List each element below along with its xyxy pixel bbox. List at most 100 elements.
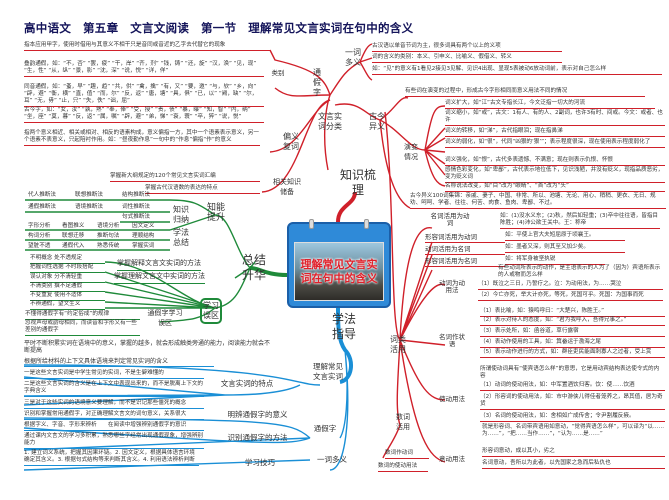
causative-item: （1）动词的使动用法，如：中军置酒饮归客。饮：使……饮酒 (480, 382, 665, 391)
induce-item: 结构推断法 (122, 192, 150, 198)
label-types: 类别 (271, 69, 285, 77)
tongjia-type: 同音通假，如：“蚤，早” “趣，趋” “共，供” “禽，擒” “有，又” “要，… (24, 84, 264, 107)
method-item: 看图推义 (62, 223, 85, 229)
adverbial-item: （5）表示动作进行的方式，如：群臣吏民能面刺寡人之过者，受上赏 (480, 349, 665, 358)
method-item: 推断句法 (97, 233, 120, 239)
label-ancient: 古今异义 (369, 112, 385, 131)
summary-method: 掌握理解文言文中实词的方法 (114, 271, 205, 284)
numeral-item: 数词的使动用法 (378, 463, 428, 472)
branch-label-knowledge: 知识梳理 (340, 168, 377, 197)
weidong-definition: 有些动词所表示的动作，是主语表示的人为了（因为）宾语所表示的人或物而怎么样 (498, 265, 661, 278)
label-adverbial: 名词作状语 (439, 333, 465, 348)
center-title: 理解常见文言实词在句中的含义 (300, 258, 378, 285)
understand-item: 根据所给材料的上下文具体语境来判定常见实词的含义 (24, 358, 214, 367)
feature-item: 一是这些文言实词是中学生常见的实词，不是生僻难懂的 (24, 370, 204, 379)
label-pitfalls: 学习误区 (200, 298, 222, 324)
putative-item: 形容词意动，成以其小，劣之 (482, 448, 665, 457)
label-reserve: 相关知识储备 (273, 178, 301, 196)
a2v-example: 如：平使上官大夫短屈原于顷襄王。 (505, 232, 625, 241)
causative-item: （3）名词的使动用法，如：舍相如广成传舍；令尹割履反掖。 (480, 413, 665, 422)
evolve-item: 词义缩小，如“或”，古文：1有人、有的人、2副词，也许3有时、间或。今文：或者、… (445, 110, 665, 126)
evolve-item: 词义扩大，如“江”古文专指长江，今文泛指一切大的河流 (445, 100, 655, 109)
polysemy-item: 如：“见”的意义有1看见2接见3见解、见识4出现、显现5表被动6放动词前，表示对… (372, 66, 662, 75)
adverbial-item: （4）表动作使用的工具，如：箕畚运于渤海之尾 (480, 339, 665, 348)
identify-item: 通过课内文言文的学习多积累，熟悉哪些字经常出现通假现象，增强辨别能力 (24, 433, 204, 449)
label-guide-polysemy: 一词多义 (317, 455, 347, 464)
label-pianyi: 偏义复词 (283, 132, 299, 151)
method-item: 理顺结构 (132, 233, 155, 239)
pitfall-item: 不明概念 处不透规定 (30, 255, 105, 264)
label-numeral: 数词活用 (396, 413, 410, 431)
label-a2v: 形容词活用为动词 (425, 234, 505, 243)
branch-knowledge (336, 191, 357, 223)
label-wordclass: 词类活用 (390, 335, 406, 354)
label-weidong: 动词为动用法 (439, 279, 465, 294)
adverbial-item: （3）表示处所，如：函谷道，草行露宿 (480, 328, 665, 337)
evolve-item: 感情色彩变化，如“卑鄙”，古代表示地位低下，见识浅陋，并没有贬义，现指品质恶劣，… (445, 167, 665, 183)
method-item: 联想迁移 (62, 233, 85, 239)
weidong-item: （1）既泣之三日，乃誓疗之。泣：为动用法，为……哭泣 (478, 281, 663, 290)
label-a2n: 形容词活用为名词 (425, 258, 505, 267)
numeral-item: 数词作动词 (385, 450, 429, 459)
evolve-item: 词义的转移，如“涕”，古代指眼泪；现在指鼻涕 (445, 128, 665, 137)
label-tongjia-pitfalls: 通假字学习误区 (147, 309, 183, 327)
calendar-ring-icon (364, 219, 369, 229)
ancient-definition: 有些词在演变的过程中，形成古今字形相同而意义用法不同的情况 (405, 88, 645, 97)
label-skill: 学习技巧 (245, 458, 275, 467)
label-putative: 意动用法 (439, 455, 465, 463)
causative-item: （2）形容词的使动用法，如：市中游侠儿得佳者笼养之，昂其值，居为奇货 (480, 394, 665, 410)
label-causative: 使动用法 (439, 395, 465, 403)
a2n-example: 如：将军身被坚执锐 (505, 256, 605, 265)
evolve-item: 词义的弱化，如“很”，代同“凶狠的‘狠’”；表示程度很深，现在使用表示程度弱化了 (445, 139, 665, 148)
evolve-item: 名称说法改变，如“目”改为“眼睛”、“首”改为“头” (445, 183, 665, 192)
induce-item: 联想推断法 (75, 192, 103, 198)
label-features: 文言实词的特点 (220, 379, 274, 388)
tongjia-pitfall: 不懂得通假字有“约定俗成”的规律 (25, 311, 140, 320)
label-ability: 知能提升 (206, 203, 225, 223)
label-tongjia: 通假字 (313, 68, 321, 97)
reserve-item: 掌握古代汉语数的表达的特点 (145, 185, 260, 194)
pitfall-item: 误认对象 分不清轻重 (30, 274, 105, 283)
reserve-item: 掌握新大纲规定的120个常见文言实词汇编 (110, 173, 260, 182)
branch-summary (249, 266, 288, 277)
pitfall-item: 不变重复 使用不适体 (30, 292, 105, 301)
label-classify: 文言实词分类 (318, 112, 342, 131)
landscape-picture (294, 242, 384, 301)
polysemy-item: 词的含义的类别：本义、引申义、比喻义、假借义、转义 (372, 54, 562, 63)
meaning-item: 识别和掌握常用通假字，对正确理解文言文的词句意义，关系很大 (24, 411, 204, 420)
putative-item: 名词意动，吾所以为此者，以先国家之急而后私仇也 (482, 460, 665, 469)
label-polysemy: 一词多义 (345, 48, 361, 67)
calendar-ring-icon (309, 219, 314, 229)
center-topic-card: 理解常见文言实词在句中的含义 (287, 219, 391, 308)
induce-item: 代人推断法 (28, 192, 56, 198)
putative-definition: 就是形容词、名词带宾语用如意动，“觉得宾语怎么样”，可以译为“以……为……”，“… (482, 424, 665, 437)
label-v2n: 动词活用为名词 (425, 246, 505, 255)
label-method: 学法总结 (173, 228, 189, 247)
evolve-item: 词义强化，如“恨”，古代多表遗憾、不满意；现在则表示仇恨、怀恨 (445, 157, 665, 166)
tongjia-pitfall: 忽视声母或韵母相同，而读音和字形又有一些差别的通假字 (25, 320, 140, 336)
method-item: 熟悉传统 (97, 243, 120, 249)
pianyi-definition: 指两个意义相近、相关或相对、相反的语素构成，意义偏指一方，其中一个语素表示意义，… (24, 130, 260, 146)
feature-item: 二是这些文言实词的含义是在上下文中表现出来的，而不是脱离上下文的字典含义 (24, 381, 204, 397)
branch-label-summary: 总结升华 (241, 253, 266, 282)
summary-method: 掌握解释文言文实词的方法 (117, 258, 201, 271)
method-item: 因文定义 (132, 223, 155, 229)
adverbial-item: （2）表示对待人的态度，如：“君为我呼入，吾得兄事之。” (480, 317, 665, 326)
method-item: 字形分析 (28, 223, 51, 229)
induce-item: 通假推断法 (28, 204, 56, 210)
pitfall-item: 不辨通假，望文生义 (30, 301, 105, 310)
branch-label-guide: 学法指导 (331, 312, 356, 341)
pitfall-item: 不清类别 撰不足通假 (30, 283, 105, 292)
pitfall-item: 把握词性选据 不时段搭配 (30, 264, 105, 273)
label-n2v: 名词活用为动词 (430, 212, 470, 227)
label-guide-tongjia: 通假字 (313, 424, 337, 433)
label-meaning: 明辨通假字的意义 (227, 410, 288, 419)
identify-item: 根据字义、字音、字形来辨析 在阅读中增强辨别通假字的意识 (24, 422, 204, 431)
label-understand: 理解常见文言实词 (313, 362, 343, 381)
method-item: 望脏不透 (28, 243, 51, 249)
label-identify: 识别通假字的方法 (227, 433, 288, 442)
label-evolve: 演变情况 (404, 143, 418, 161)
induce-item: 句式推断法 (122, 214, 150, 220)
n2v-example: 如：(1)没水义东；(2)秋，然后如轻重；(3)卒中往往语，皆指目陈胜；(4)沛… (500, 213, 660, 229)
method-item: 构词分析 (28, 233, 51, 239)
